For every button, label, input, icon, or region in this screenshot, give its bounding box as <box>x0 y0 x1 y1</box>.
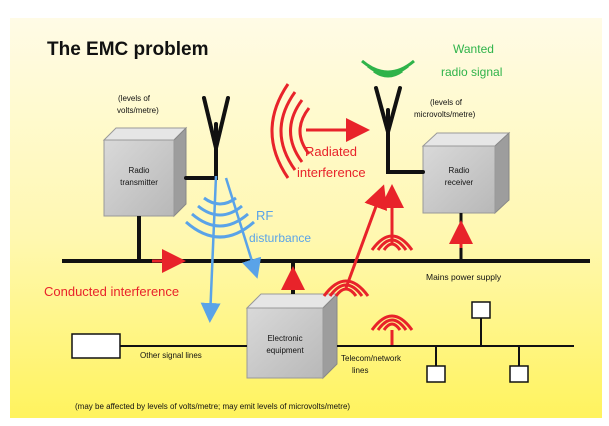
rf-arrow-left <box>200 175 221 323</box>
electronic-equipment: Electronic equipment <box>245 292 339 380</box>
equipment-to-receiver-arrow <box>344 184 388 289</box>
radio-transmitter: Radio transmitter <box>102 126 188 218</box>
telecom-lines-label-line1: Telecom/network <box>341 354 402 363</box>
network-node-icon <box>471 301 491 319</box>
equipment-label-line1: Electronic <box>267 334 302 343</box>
radiated-interference-wave-icon <box>270 83 311 179</box>
network-node-icon <box>426 365 446 383</box>
transmitter-note-line2: volts/metre) <box>117 106 159 115</box>
radiated-interference-line2: interference <box>297 165 366 180</box>
rf-disturbance-line2: disturbance <box>249 231 311 245</box>
equipment-label-line2: equipment <box>266 346 304 355</box>
wanted-signal-line2: radio signal <box>441 65 502 79</box>
telecom-lines-label-line2: lines <box>352 366 368 375</box>
transmitter-label-line1: Radio <box>129 166 150 175</box>
slide-title: The EMC problem <box>47 39 209 60</box>
transmitter-label-line2: transmitter <box>120 178 158 187</box>
other-signal-lines-label: Other signal lines <box>140 351 202 360</box>
receiver-label-line2: receiver <box>445 178 474 187</box>
terminal-box-icon <box>71 333 121 359</box>
wanted-signal-line1: Wanted <box>453 42 494 56</box>
telecom-lower-wave-icon <box>370 314 414 331</box>
receiver-antenna-icon <box>374 86 425 174</box>
receiver-label-line1: Radio <box>449 166 470 175</box>
transmitter-note-line1: (levels of <box>118 94 151 103</box>
radio-receiver: Radio receiver <box>421 131 511 215</box>
conducted-interference-label: Conducted interference <box>44 284 179 299</box>
mains-power-supply-label: Mains power supply <box>426 272 502 282</box>
rf-disturbance-line1: RF <box>256 208 273 223</box>
wanted-signal-wave-icon <box>361 59 415 78</box>
radiated-interference-line1: Radiated <box>305 144 357 159</box>
receiver-note-line2: microvolts/metre) <box>414 110 476 119</box>
receiver-note-line1: (levels of <box>430 98 463 107</box>
network-node-icon <box>509 365 529 383</box>
footnote: (may be affected by levels of volts/metr… <box>75 402 350 411</box>
rf-arrow-right <box>224 177 262 279</box>
